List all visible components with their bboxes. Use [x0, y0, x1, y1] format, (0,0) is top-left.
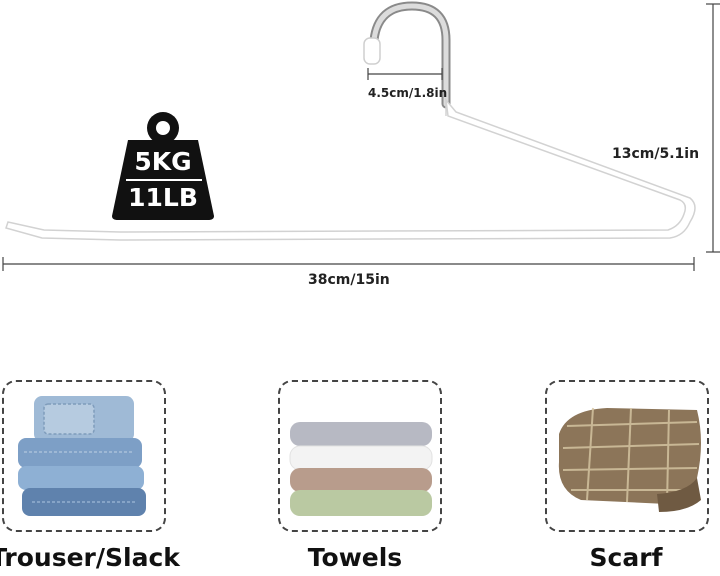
hook [363, 1, 451, 109]
towels-card [278, 380, 442, 532]
length-label: 38cm/15in [308, 272, 390, 288]
trouser-label: Trouser/Slack [0, 543, 180, 572]
hook-width-dimension [367, 68, 443, 80]
weight-lb-text: 11LB [128, 183, 198, 212]
hook-width-label: 4.5cm/1.8in [368, 86, 448, 100]
hanger-illustration [2, 1, 720, 271]
weight-kg-text: 5KG [134, 147, 192, 176]
height-dimension [706, 3, 720, 253]
folded-jeans-image [18, 396, 146, 516]
scarf-label: Scarf [589, 543, 663, 572]
weight-icon [112, 112, 214, 220]
trouser-card [2, 380, 166, 532]
scarf-card [545, 380, 709, 532]
hook-cap [363, 37, 381, 65]
folded-towels-image [289, 422, 433, 516]
folded-scarf-image [558, 407, 701, 512]
towels-label: Towels [307, 543, 403, 572]
hanger-body [5, 97, 696, 241]
height-label: 13cm/5.1in [612, 146, 700, 162]
length-dimension [2, 257, 695, 271]
